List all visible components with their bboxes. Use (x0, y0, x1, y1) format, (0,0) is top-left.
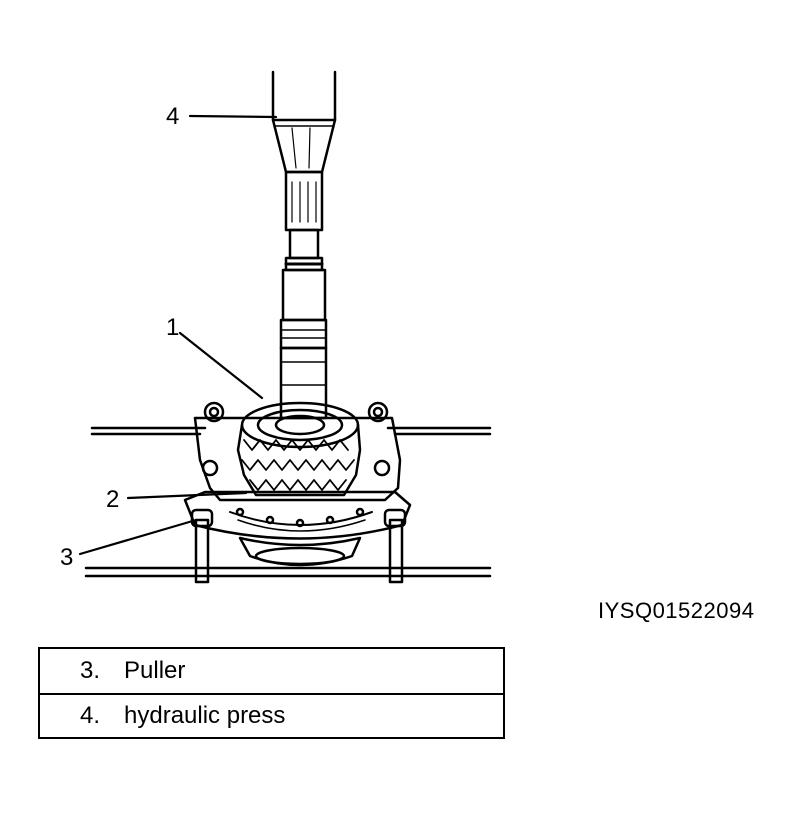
press-table-rails (84, 426, 492, 578)
callout-1: 1 (166, 314, 179, 341)
callout-4: 4 (166, 103, 179, 130)
legend-label: Puller (124, 657, 186, 684)
leader-4 (188, 114, 278, 119)
gear (236, 401, 362, 497)
lower-hub (238, 536, 362, 567)
callout-3: 3 (60, 544, 73, 571)
callout-2: 2 (106, 486, 119, 513)
leader-1 (178, 331, 264, 400)
legend-row: 3. Puller (40, 649, 503, 693)
legend-table: 3. Puller 4. hydraulic press (38, 647, 505, 739)
puller-legs (190, 508, 407, 584)
legend-label: hydraulic press (124, 702, 286, 729)
figure-code: IYSQ01522094 (598, 598, 755, 623)
leader-lines (78, 114, 278, 556)
legend-number: 3. (79, 657, 100, 684)
hydraulic-press-ram (271, 70, 337, 174)
shaft (279, 170, 328, 420)
puller-frame (183, 401, 412, 540)
leader-3 (78, 518, 198, 556)
legend-number: 4. (79, 702, 100, 729)
legend-row: 4. hydraulic press (40, 693, 503, 737)
leader-2 (126, 491, 248, 500)
